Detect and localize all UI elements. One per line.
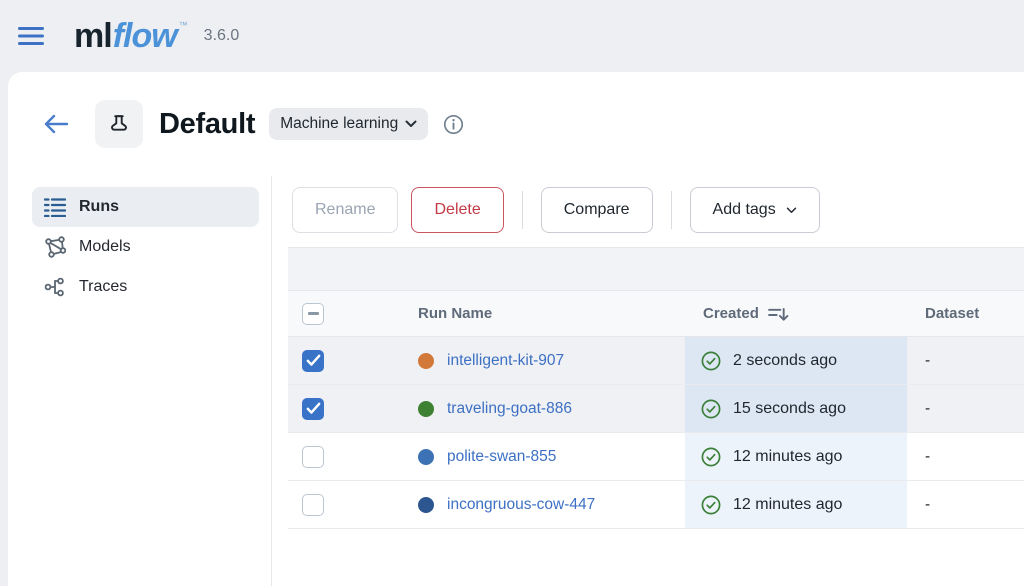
status-finished-icon bbox=[700, 350, 722, 372]
created-cell: 12 minutes ago bbox=[685, 433, 907, 480]
add-tags-label: Add tags bbox=[712, 201, 776, 218]
run-name-link[interactable]: intelligent-kit-907 bbox=[447, 351, 565, 369]
select-all-checkbox[interactable] bbox=[302, 302, 324, 325]
delete-button[interactable]: Delete bbox=[411, 187, 504, 233]
column-header-dataset[interactable]: Dataset bbox=[925, 305, 980, 322]
runs-list-icon bbox=[44, 196, 66, 218]
table-row: intelligent-kit-907 2 seconds ago - bbox=[288, 337, 1024, 385]
trademark-symbol: ™ bbox=[178, 20, 188, 30]
logo-text-ml: ml bbox=[74, 17, 113, 55]
logo-text-flow: flow bbox=[112, 17, 178, 55]
page-title: Default bbox=[159, 107, 256, 140]
hamburger-menu-icon[interactable] bbox=[18, 26, 44, 46]
models-graph-icon bbox=[44, 236, 66, 258]
column-header-created[interactable]: Created bbox=[685, 291, 907, 336]
row-checkbox[interactable] bbox=[302, 445, 324, 468]
sidebar-item-label: Models bbox=[79, 238, 131, 255]
rename-button[interactable]: Rename bbox=[292, 187, 399, 233]
chevron-down-icon bbox=[786, 207, 797, 214]
sidebar-item-models[interactable]: Models bbox=[32, 227, 259, 267]
back-arrow-icon[interactable] bbox=[42, 112, 70, 136]
created-cell: 2 seconds ago bbox=[685, 337, 907, 384]
row-checkbox[interactable] bbox=[302, 397, 324, 420]
created-text: 15 seconds ago bbox=[733, 399, 846, 417]
runs-toolbar: Rename Delete Compare Add tags bbox=[292, 187, 1024, 233]
row-checkbox[interactable] bbox=[302, 349, 324, 372]
sidebar: Runs Models Traces bbox=[8, 176, 272, 586]
table-header-row: Run Name Created Dataset bbox=[288, 291, 1024, 337]
run-color-dot bbox=[418, 400, 434, 417]
table-body: intelligent-kit-907 2 seconds ago - trav… bbox=[288, 337, 1024, 529]
dataset-value: - bbox=[925, 495, 931, 513]
run-color-dot bbox=[418, 352, 434, 369]
created-cell: 15 seconds ago bbox=[685, 385, 907, 432]
table-row: polite-swan-855 12 minutes ago - bbox=[288, 433, 1024, 481]
sidebar-item-label: Runs bbox=[79, 198, 119, 215]
created-text: 2 seconds ago bbox=[733, 351, 838, 369]
run-name-link[interactable]: polite-swan-855 bbox=[447, 447, 557, 465]
runs-table: Run Name Created Dataset bbox=[288, 247, 1024, 586]
created-text: 12 minutes ago bbox=[733, 447, 843, 465]
toolbar-divider bbox=[670, 191, 672, 229]
dataset-value: - bbox=[925, 351, 931, 369]
compare-button[interactable]: Compare bbox=[540, 187, 653, 233]
table-row: traveling-goat-886 15 seconds ago - bbox=[288, 385, 1024, 433]
dataset-value: - bbox=[925, 447, 931, 465]
run-color-dot bbox=[418, 496, 434, 513]
table-row: incongruous-cow-447 12 minutes ago - bbox=[288, 481, 1024, 529]
sidebar-item-runs[interactable]: Runs bbox=[32, 187, 259, 227]
content-card: Default Machine learning bbox=[8, 72, 1024, 586]
experiment-header: Default Machine learning bbox=[8, 72, 1024, 176]
toolbar-divider bbox=[521, 191, 523, 229]
run-name-link[interactable]: incongruous-cow-447 bbox=[447, 495, 596, 513]
add-tags-dropdown-button[interactable]: Add tags bbox=[689, 187, 820, 233]
sidebar-item-label: Traces bbox=[79, 278, 128, 295]
version-label: 3.6.0 bbox=[203, 27, 240, 44]
runs-panel: Rename Delete Compare Add tags bbox=[272, 176, 1024, 586]
column-header-run-name[interactable]: Run Name bbox=[418, 305, 493, 322]
info-icon[interactable] bbox=[443, 114, 464, 135]
run-color-dot bbox=[418, 448, 434, 465]
created-cell: 12 minutes ago bbox=[685, 481, 907, 528]
status-finished-icon bbox=[700, 494, 722, 516]
chevron-down-icon bbox=[405, 120, 417, 128]
experiment-type-label: Machine learning bbox=[280, 115, 399, 132]
experiment-flask-icon bbox=[95, 100, 143, 148]
status-finished-icon bbox=[700, 398, 722, 420]
experiment-type-dropdown[interactable]: Machine learning bbox=[269, 108, 429, 140]
row-checkbox[interactable] bbox=[302, 493, 324, 516]
sidebar-item-traces[interactable]: Traces bbox=[32, 267, 259, 307]
created-text: 12 minutes ago bbox=[733, 495, 843, 513]
table-group-header-row bbox=[288, 247, 1024, 291]
traces-fork-icon bbox=[44, 276, 66, 298]
run-name-link[interactable]: traveling-goat-886 bbox=[447, 399, 572, 417]
sort-descending-icon[interactable] bbox=[768, 307, 789, 323]
dataset-value: - bbox=[925, 399, 931, 417]
status-finished-icon bbox=[700, 446, 722, 468]
